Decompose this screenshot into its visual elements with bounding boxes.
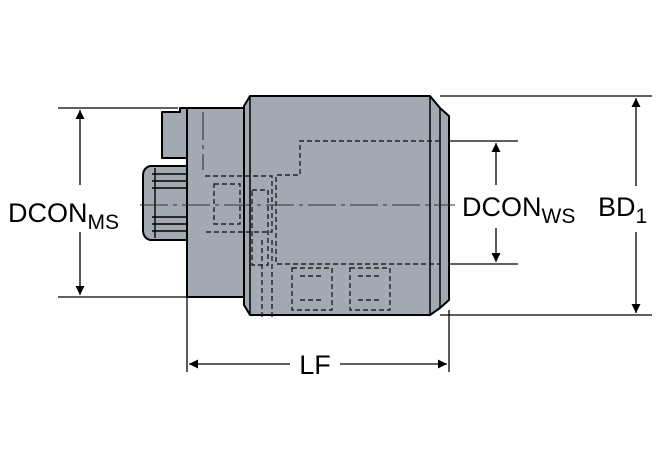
hidden-features [205, 140, 440, 318]
hidden-screw-pocket-1 [291, 267, 333, 311]
shank-section [186, 107, 245, 298]
hidden-channel [251, 189, 269, 266]
dimension-lines [75, 98, 641, 369]
hidden-screw-detail [300, 275, 382, 301]
label-dcon-ms: DCONMS [8, 198, 119, 234]
hidden-coupling-bore [205, 175, 273, 233]
label-lf: LF [299, 350, 331, 380]
coupling-stub [142, 165, 188, 241]
hidden-bore-ws [275, 140, 440, 265]
tool-body [142, 95, 450, 316]
main-body [243, 95, 450, 316]
hidden-thread-recess [213, 183, 241, 225]
hidden-screw-pocket-2 [349, 267, 391, 311]
center-lines [140, 112, 455, 206]
label-dcon-ws: DCONWS [462, 192, 575, 228]
thread-ribs [152, 168, 186, 238]
label-bd1: BD1 [598, 192, 647, 228]
